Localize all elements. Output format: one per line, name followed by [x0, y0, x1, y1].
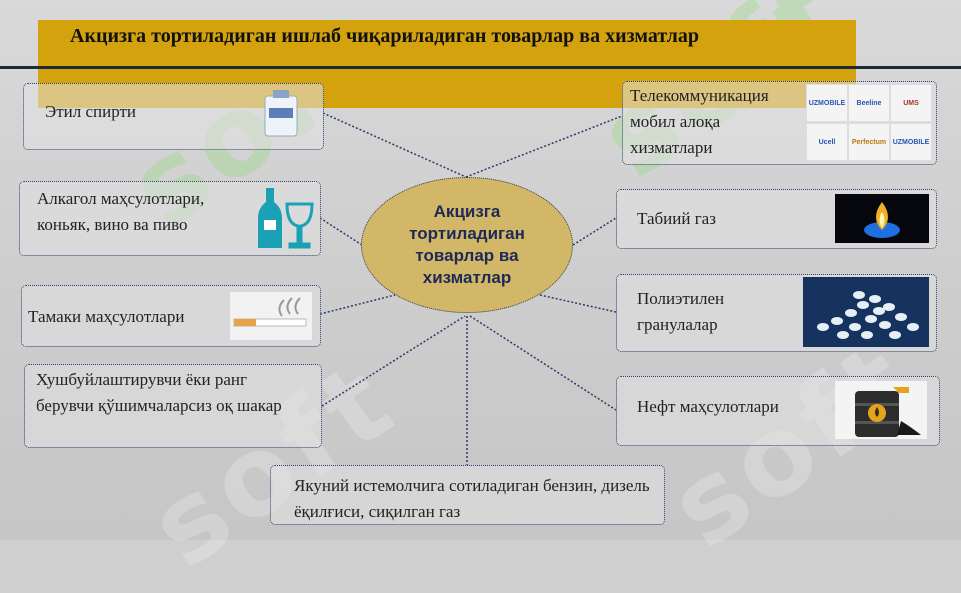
page-title: Акцизга тортиладиган ишлаб чиқариладиган… [70, 25, 699, 47]
item-label: Табиий газ [637, 209, 716, 228]
telecom-logo: UMS [890, 84, 932, 122]
item-label: Хушбуйлаштирувчи ёки ранг берувчи қўшимч… [36, 370, 282, 415]
item-label: Полиэтилен гранулалар [637, 289, 725, 334]
item-label: Нефт маҳсулотлари [637, 397, 779, 416]
item-label: Якуний истемолчига сотиладиган бензин, д… [294, 476, 650, 521]
telecom-logo: Beeline [848, 84, 890, 122]
telecom-logo: Ucell [806, 123, 848, 161]
gas-flame-icon [835, 194, 929, 243]
alcohol-bottle-icon [264, 90, 298, 137]
telecom-logo: UZMOBILE [890, 123, 932, 161]
polyethylene-granules-icon [803, 277, 929, 347]
item-label: Телекоммуникация мобил алоқа хизматлари [630, 86, 769, 157]
item-label: Алкагол маҳсулотлари, коньяк, вино ва пи… [37, 189, 205, 234]
item-box-sugar [24, 364, 322, 448]
oil-barrel-icon [835, 381, 927, 439]
telecom-logo: Perfectum [848, 123, 890, 161]
telecom-logo: UZMOBILE [806, 84, 848, 122]
item-box-fuel [270, 465, 665, 525]
cigarette-icon [230, 292, 312, 340]
connector-lines [319, 112, 623, 465]
central-node: Акцизга тортиладиган товарлар ва хизматл… [361, 177, 573, 313]
central-node-label: Акцизга тортиладиган товарлар ва хизматл… [409, 202, 525, 287]
item-label: Тамаки маҳсулотлари [28, 307, 185, 326]
wine-bottle-glass-icon [258, 188, 314, 249]
item-label: Этил спирти [45, 102, 137, 121]
header-divider [0, 66, 961, 69]
